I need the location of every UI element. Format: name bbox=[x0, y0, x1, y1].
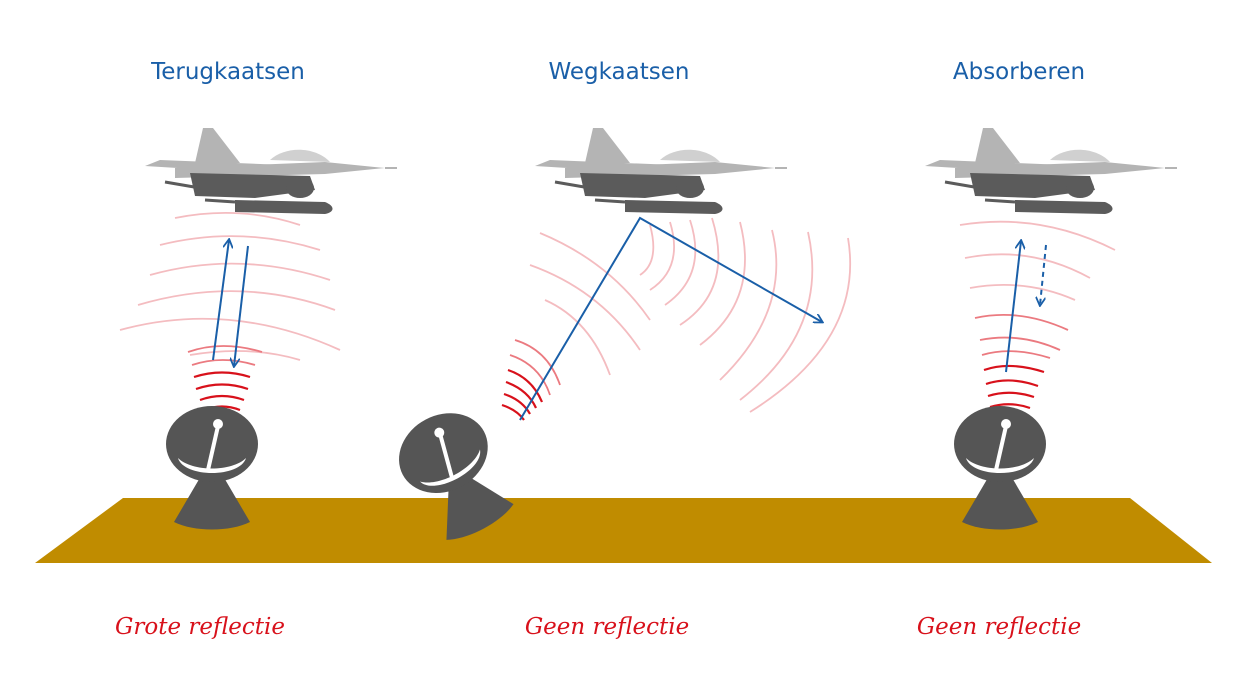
panel-title-wegkaatsen: Wegkaatsen bbox=[549, 59, 690, 85]
panel-title-terugkaatsen: Terugkaatsen bbox=[150, 59, 305, 85]
panel-absorberen bbox=[923, 126, 1179, 532]
fighter-jet-icon bbox=[533, 126, 789, 216]
radar-wave-icon bbox=[187, 345, 263, 412]
radar-wave-icon bbox=[501, 339, 561, 421]
panel-caption-geen-reflectie-2: Geen reflectie bbox=[917, 614, 1081, 640]
panel-caption-grote-reflectie: Grote reflectie bbox=[115, 614, 285, 640]
panel-caption-geen-reflectie-1: Geen reflectie bbox=[525, 614, 689, 640]
beam-arrow-icon bbox=[1005, 241, 1021, 373]
beam-arrow-icon bbox=[1040, 244, 1047, 305]
fighter-jet-icon bbox=[143, 126, 399, 216]
beam-arrow-icon bbox=[234, 245, 249, 366]
beam-arrow-icon bbox=[519, 216, 822, 421]
reflected-waves-icon bbox=[529, 217, 852, 413]
beam-arrow-icon bbox=[212, 240, 229, 361]
ground bbox=[35, 498, 1212, 563]
reflected-waves-icon bbox=[119, 211, 341, 361]
panel-wegkaatsen bbox=[385, 126, 852, 550]
panel-terugkaatsen bbox=[119, 126, 399, 532]
fighter-jet-icon bbox=[923, 126, 1179, 216]
panel-title-absorberen: Absorberen bbox=[953, 59, 1085, 85]
reflected-waves-icon bbox=[959, 220, 1116, 351]
radar-wave-icon bbox=[981, 350, 1051, 410]
